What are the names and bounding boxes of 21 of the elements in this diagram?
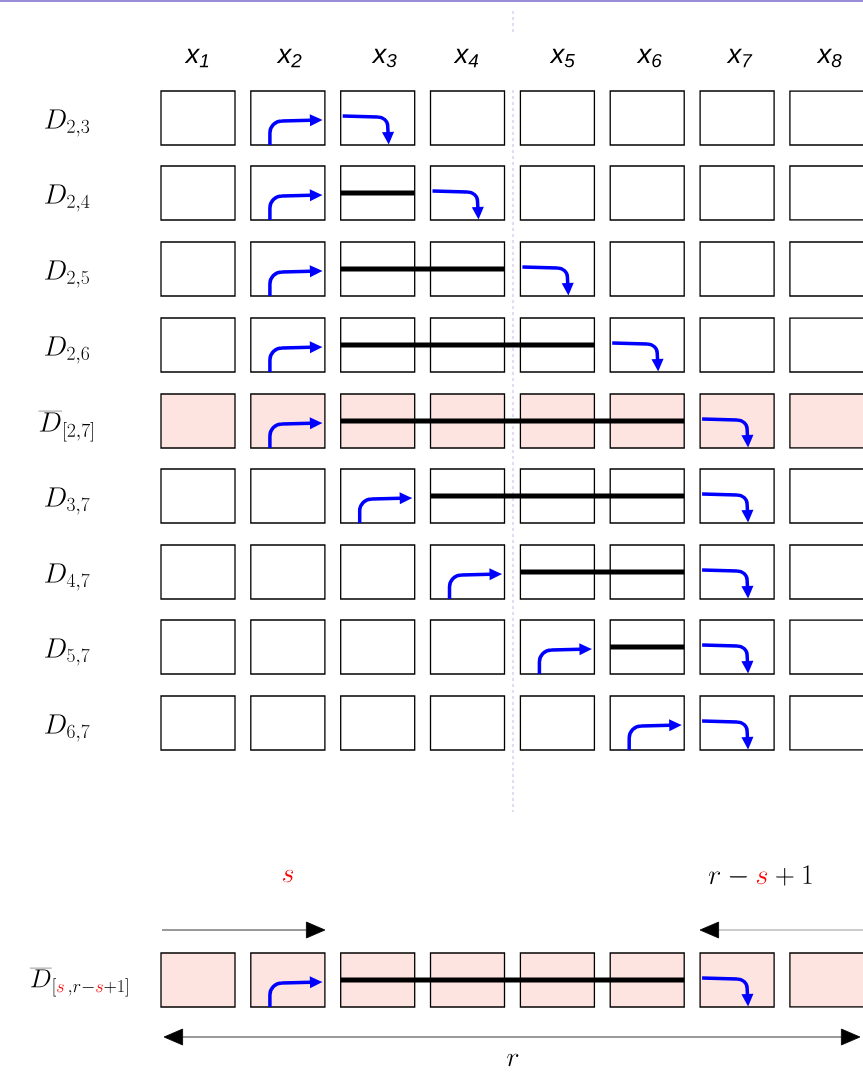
- row-label: $D_{5,7}$: [45, 638, 90, 666]
- row-label: $D_{2,5}$: [45, 260, 89, 288]
- row-label: $\overline{D}_{[2,7]}$: [38, 411, 93, 442]
- column-label: x$_{2}$: [276, 48, 302, 68]
- column-label: x$_{5}$: [549, 48, 575, 68]
- row-label: $D_{3,7}$: [45, 487, 90, 515]
- row-label: $D_{2,3}$: [45, 109, 90, 137]
- column-label: x$_{8}$: [816, 48, 842, 68]
- dimension-label: $r-{\color{red}s}+1$: [708, 865, 812, 886]
- row-label: $\overline{D}_{[{\color{red}s}\,,r-{\color{red}s}+1]}$: [29, 968, 128, 997]
- column-label: x$_{3}$: [371, 48, 397, 68]
- dimension-label: ${\color{red}s}$: [282, 869, 294, 883]
- dimension-label: $r$: [507, 1053, 519, 1067]
- column-label: x$_{7}$: [726, 48, 753, 68]
- column-label: x$_{1}$: [184, 48, 209, 68]
- row-label: $D_{2,6}$: [45, 336, 90, 364]
- column-label: x$_{4}$: [453, 48, 479, 68]
- row-label: $D_{2,4}$: [45, 184, 90, 212]
- row-label: $D_{6,7}$: [45, 714, 90, 742]
- row-label: $D_{4,7}$: [45, 563, 90, 591]
- column-label: x$_{6}$: [636, 48, 662, 68]
